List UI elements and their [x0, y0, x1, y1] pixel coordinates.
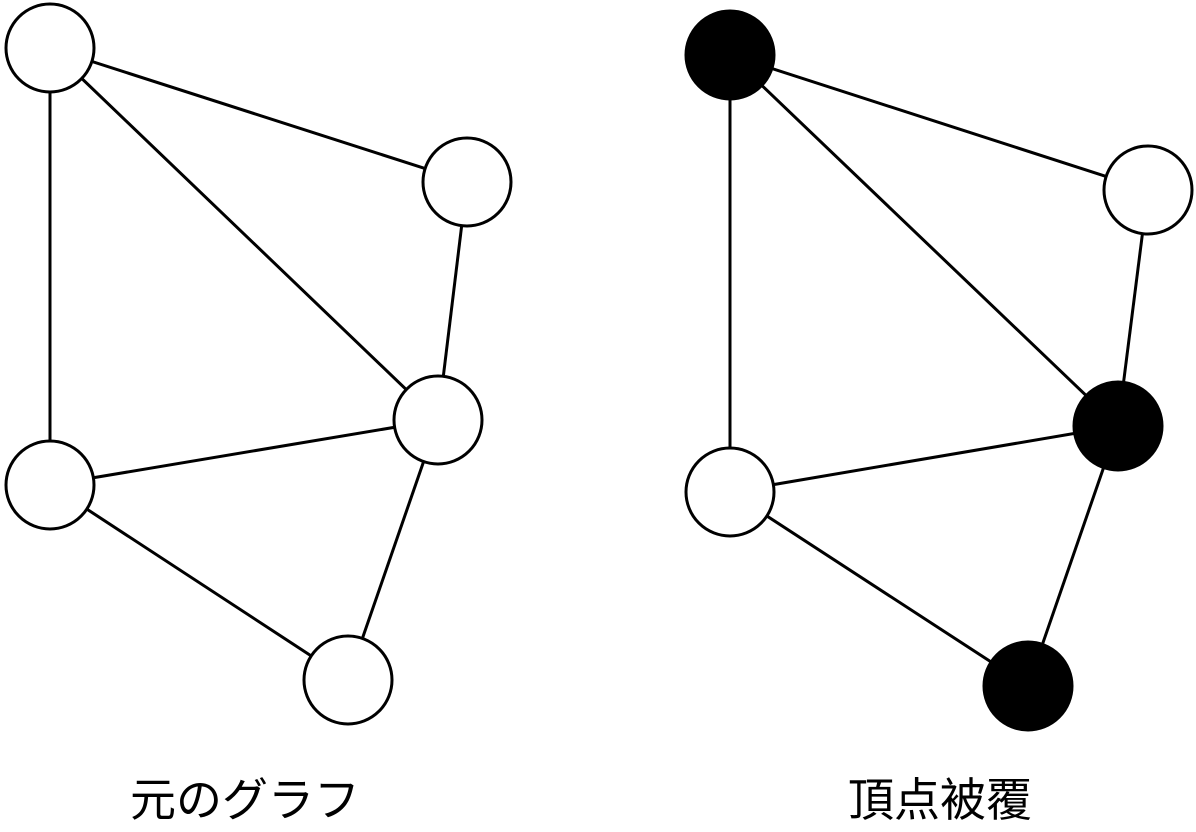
original-graph-caption: 元のグラフ — [130, 773, 360, 827]
vertex-cover-graph-edge-d-e — [729, 490, 1029, 688]
original-graph-node-b — [421, 136, 513, 228]
vertex-cover-graph-node-b — [1102, 144, 1194, 236]
vertex-cover-graph-node-d — [684, 446, 776, 538]
original-graph-node-a — [4, 2, 96, 94]
original-graph-nodes — [4, 2, 513, 726]
vertex-cover-graph-edge-c-e — [1026, 425, 1120, 687]
original-graph-node-c — [392, 374, 484, 466]
original-graph-edge-a-c — [48, 46, 440, 422]
vertex-cover-graph-node-c-selected — [1072, 380, 1164, 472]
vertex-cover-graph-edge-d-c — [729, 424, 1119, 494]
vertex-cover-caption: 頂点被覆 — [848, 773, 1032, 827]
original-graph-edge-a-b — [49, 46, 468, 184]
original-graph-edge-d-c — [49, 418, 439, 487]
vertex-cover-graph-node-e-selected — [982, 640, 1074, 732]
vertex-cover-graph-nodes — [684, 9, 1194, 732]
vertex-cover-graph-edge-a-b — [729, 53, 1149, 192]
vertex-cover-graph: 頂点被覆 — [684, 9, 1194, 827]
original-graph: 元のグラフ — [4, 2, 513, 827]
original-graph-edge-d-e — [49, 483, 349, 682]
original-graph-edges — [48, 46, 469, 682]
original-graph-edge-c-e — [346, 419, 440, 681]
original-graph-node-d — [4, 439, 96, 531]
vertex-cover-graph-node-a-selected — [684, 9, 776, 101]
vertex-cover-graph-edge-a-c — [728, 53, 1120, 428]
vertex-cover-graph-edges — [728, 53, 1150, 688]
original-graph-node-e — [302, 634, 394, 726]
